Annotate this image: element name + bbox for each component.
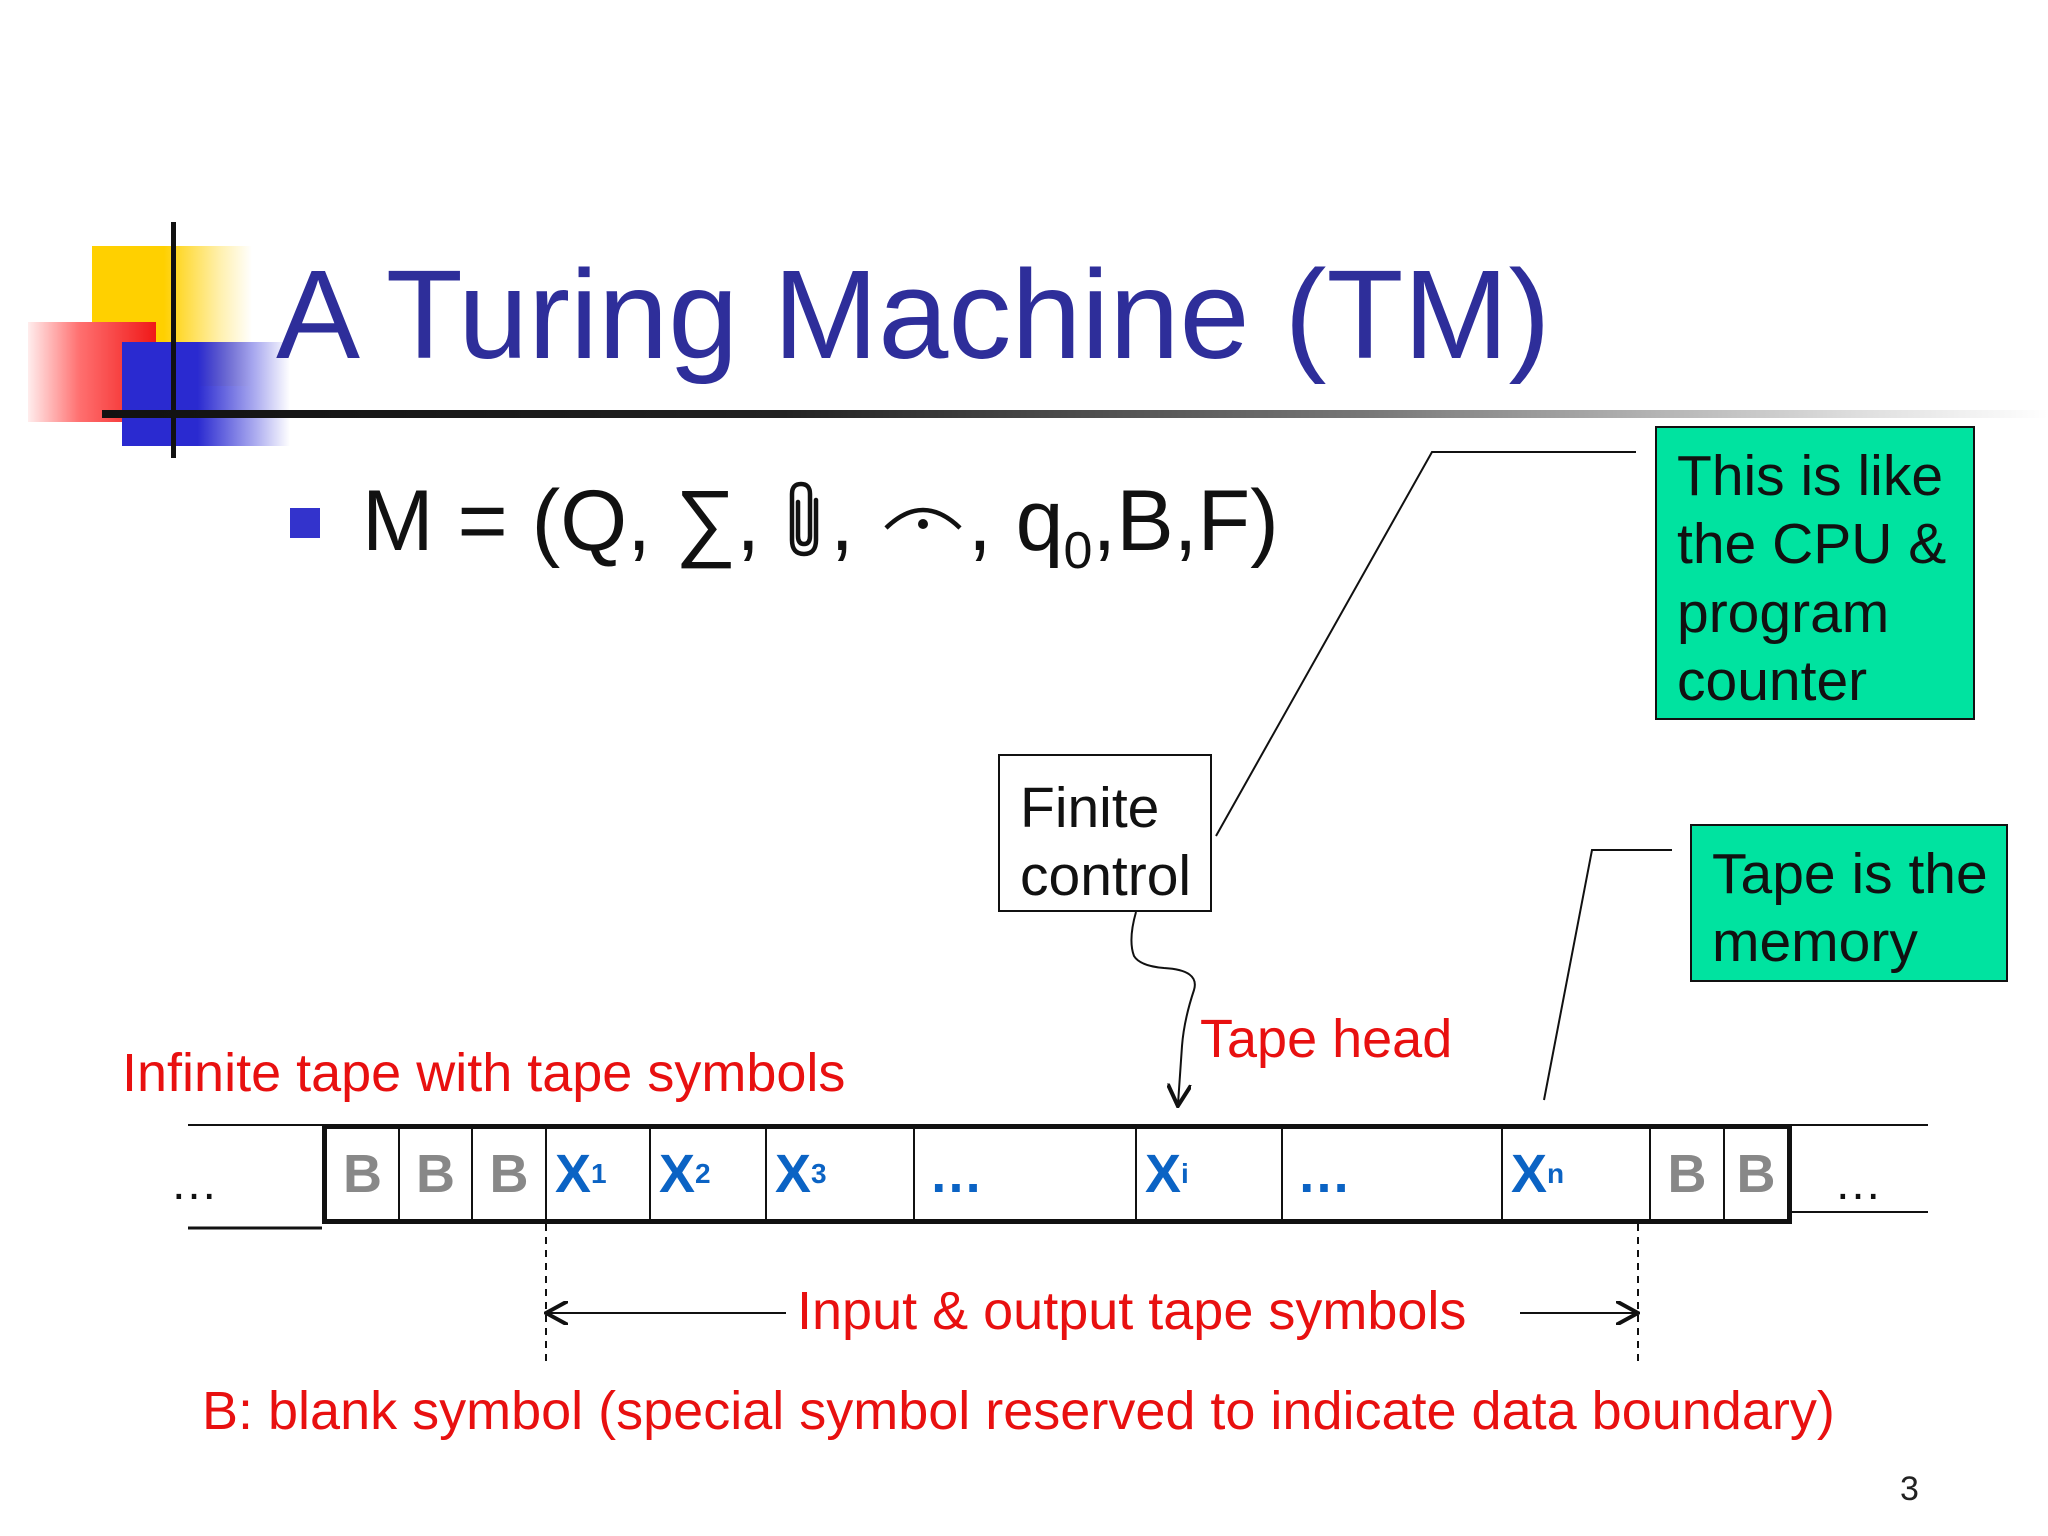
tape-head-arrow: [1130, 911, 1196, 1104]
cpu-note-line-3: program: [1677, 580, 1890, 645]
tape-right-ellipsis: …: [1834, 1157, 1882, 1210]
tape-cell-symbol: B: [416, 1144, 455, 1204]
title-decoration-vertical-line: [171, 222, 176, 458]
tape-cell-symbol: B: [1736, 1144, 1776, 1204]
tape-cell-symbol: X: [659, 1144, 696, 1204]
memory-note-line-2: memory: [1712, 910, 1918, 975]
tape-cell-ellipsis: …: [1283, 1129, 1503, 1219]
cpu-note-line-2: the CPU &: [1677, 512, 1947, 577]
arc-dot-icon: [878, 474, 968, 569]
tape-head-label: Tape head: [1200, 1009, 1453, 1069]
title-underline: [102, 410, 2048, 418]
tape-cell-symbol: B: [1667, 1144, 1707, 1204]
tape-cell-symbol: …: [929, 1144, 983, 1204]
finite-control-line-1: Finite: [1020, 776, 1160, 840]
tape-cell-blank: B: [1651, 1129, 1725, 1219]
finite-control-line-2: control: [1020, 844, 1192, 909]
tape-cell-blank: B: [400, 1129, 473, 1219]
tape-left-ellipsis: …: [170, 1157, 218, 1210]
cpu-callout-line: [1215, 451, 1636, 837]
memory-callout-line: [1543, 849, 1672, 1101]
tape-cell-symbol: X: [1145, 1144, 1182, 1204]
tape-cell-subscript: 3: [811, 1158, 827, 1189]
slide-title: A Turing Machine (TM): [276, 244, 1551, 385]
tape-cell-blank: B: [327, 1129, 400, 1219]
formula-sep2: , q: [967, 473, 1064, 569]
infinite-tape-label: Infinite tape with tape symbols: [122, 1043, 846, 1103]
blank-symbol-note: B: blank symbol (special symbol reserved…: [202, 1381, 1835, 1441]
page-number: 3: [1900, 1470, 1919, 1508]
tape-cell-subscript: 1: [591, 1158, 607, 1189]
tape-cell-ellipsis: …: [915, 1129, 1137, 1219]
tape-cell-subscript: n: [1547, 1158, 1565, 1189]
tape-cell-symbol: X: [555, 1144, 592, 1204]
formula-sep1: ,: [830, 473, 878, 569]
tape-cell-symbol: X: [775, 1144, 812, 1204]
tape-cell-blank: B: [473, 1129, 547, 1219]
memory-note-box: Tape is the memory: [1690, 824, 2008, 982]
tape-cell-symbol: B: [489, 1144, 529, 1204]
title-decoration-blue: [122, 342, 290, 446]
io-symbols-label: Input & output tape symbols: [797, 1281, 1467, 1341]
tape-cell-symbol: …: [1297, 1144, 1351, 1204]
tape-cell-symbol: B: [343, 1144, 382, 1204]
cpu-note-box: This is like the CPU & program counter: [1655, 426, 1975, 720]
tape-cell-symbol: X: [1511, 1144, 1548, 1204]
tape-cell-blank: B: [1725, 1129, 1787, 1219]
tape-cell-subscript: 2: [695, 1158, 711, 1189]
formula-suffix: ,B,F): [1092, 473, 1279, 569]
formula-prefix: M = (Q, ∑,: [362, 473, 785, 569]
cpu-note-line-4: counter: [1677, 649, 1868, 714]
paperclip-icon: [784, 478, 830, 579]
cpu-note-line-1: This is like: [1677, 444, 1944, 508]
tape-cell-subscript: i: [1181, 1158, 1189, 1189]
tm-definition-formula: M = (Q, ∑, , , q0,B,F): [362, 474, 1279, 580]
bullet-marker: [290, 508, 320, 538]
memory-note-line-1: Tape is the: [1712, 842, 1988, 906]
formula-q-subscript: 0: [1063, 522, 1093, 581]
finite-control-box: Finite control: [998, 754, 1212, 912]
